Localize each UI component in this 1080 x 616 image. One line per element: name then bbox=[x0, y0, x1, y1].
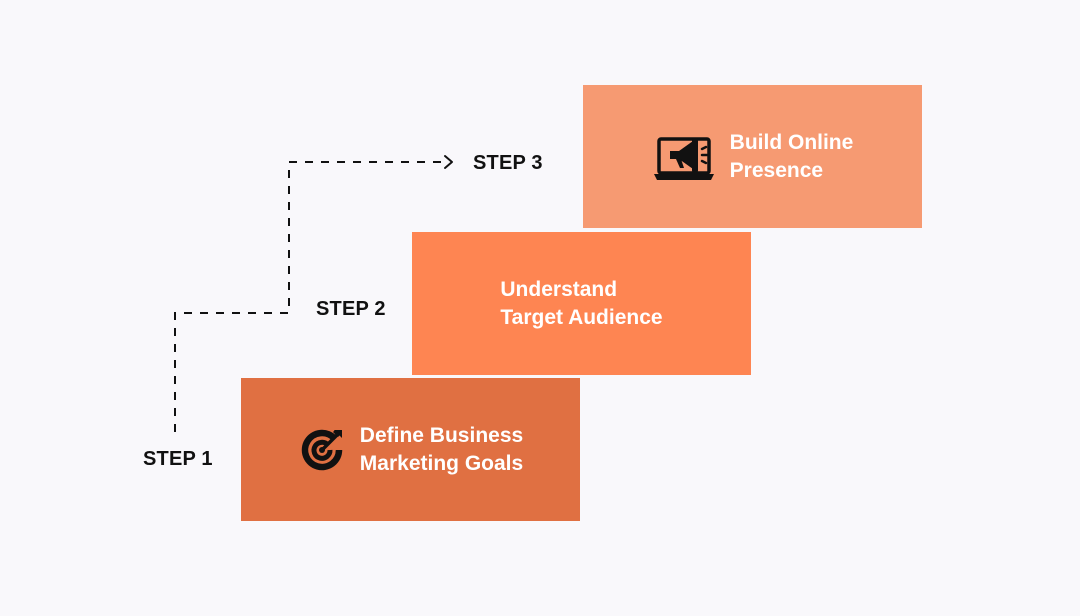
step-2-label: STEP 2 bbox=[316, 298, 386, 320]
step-1-label: STEP 1 bbox=[143, 448, 213, 470]
step-3-label: STEP 3 bbox=[473, 152, 543, 174]
laptop-megaphone-icon bbox=[653, 136, 714, 180]
step-2-box: Understand Target Audience bbox=[412, 232, 751, 375]
step-1-title: Define Business Marketing Goals bbox=[359, 423, 524, 475]
connector-arrowhead-icon bbox=[444, 155, 453, 169]
step-3-title: Build Online Presence bbox=[729, 130, 854, 182]
step-2-title: Understand Target Audience bbox=[500, 277, 663, 329]
target-arrow-icon bbox=[301, 429, 343, 470]
connector-path bbox=[174, 161, 445, 432]
step-3-box: Build Online Presence bbox=[583, 85, 922, 228]
step-1-box: Define Business Marketing Goals bbox=[241, 378, 580, 521]
